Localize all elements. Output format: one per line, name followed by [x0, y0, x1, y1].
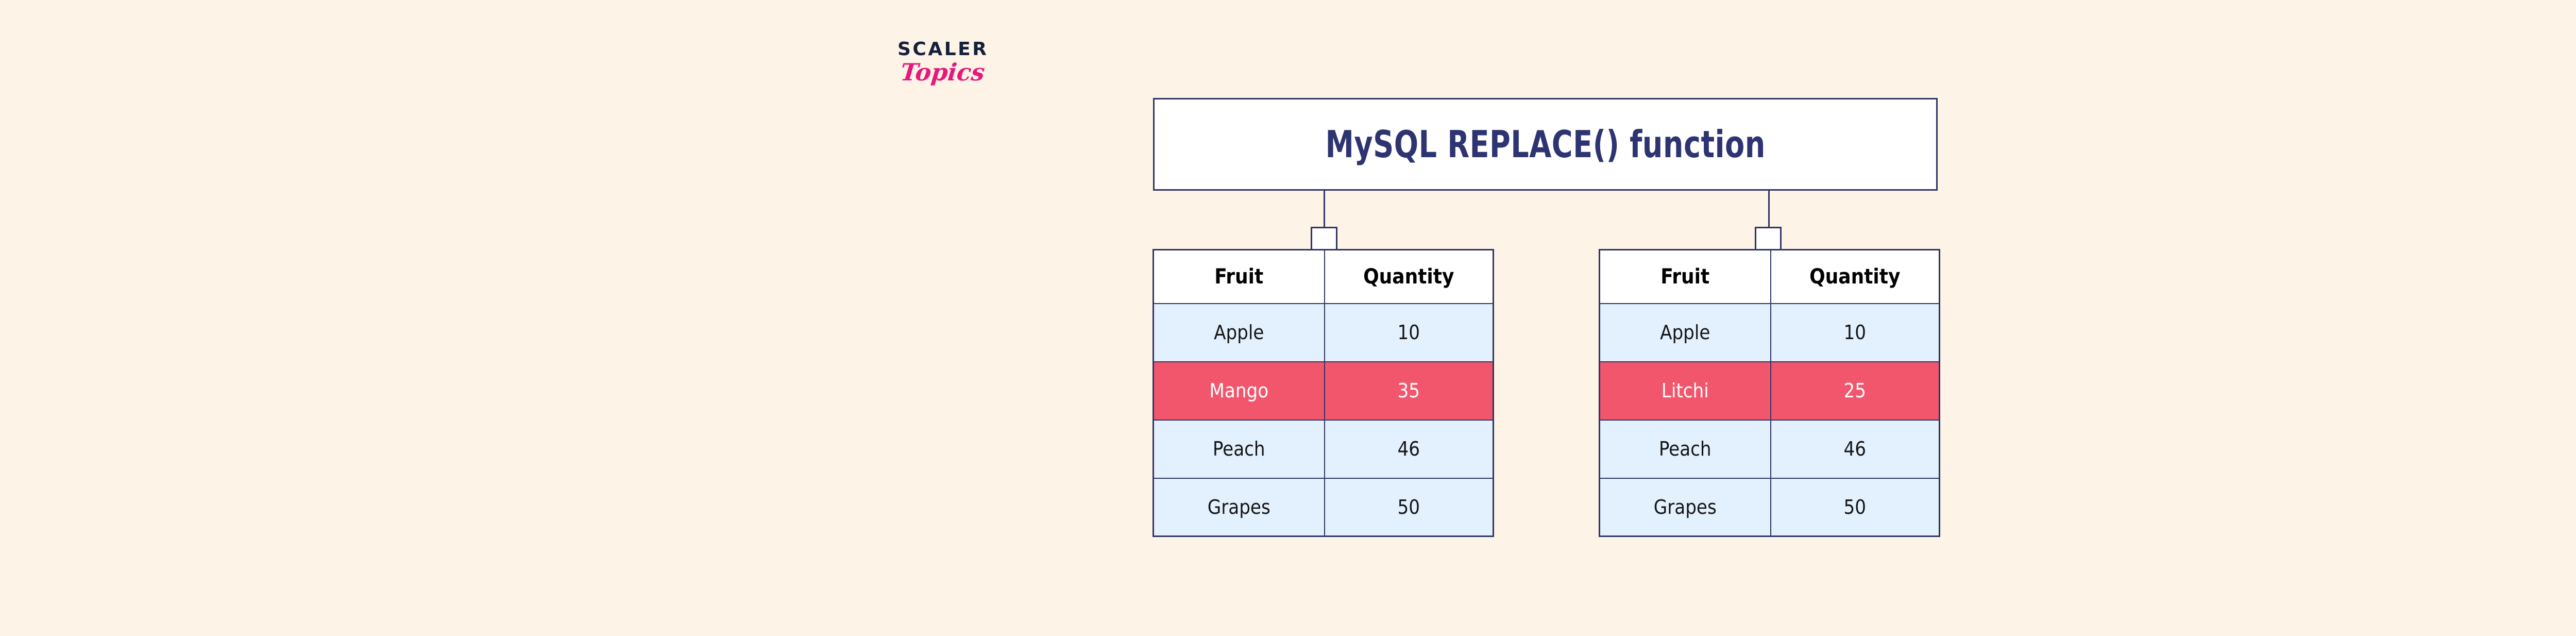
cell-quantity: 35 [1324, 361, 1494, 421]
cell-quantity: 50 [1770, 477, 1940, 537]
fruit-table-after: Fruit Quantity Apple 10 Litchi 25 Peach … [1599, 249, 1940, 537]
table-row: Peach 46 [1153, 419, 1494, 479]
cell-fruit: Mango [1153, 361, 1325, 421]
table-row: Grapes 50 [1153, 477, 1494, 537]
table-row: Peach 46 [1599, 419, 1940, 479]
logo-sub-brand-text: Topics [899, 58, 987, 86]
connector-line-right-upper [1768, 191, 1770, 228]
cell-fruit: Peach [1153, 419, 1325, 479]
table-row-highlighted: Mango 35 [1153, 361, 1494, 421]
table-row-highlighted: Litchi 25 [1599, 361, 1940, 421]
cell-fruit: Apple [1153, 303, 1325, 362]
connector-node-right [1755, 227, 1782, 250]
cell-quantity: 25 [1770, 361, 1940, 421]
cell-fruit: Apple [1599, 303, 1771, 362]
logo-brand-text: SCALER [897, 39, 989, 60]
column-header-fruit: Fruit [1599, 249, 1771, 304]
column-header-quantity: Quantity [1770, 249, 1940, 304]
table-row: Grapes 50 [1599, 477, 1940, 537]
cell-fruit: Grapes [1599, 477, 1771, 537]
cell-fruit: Litchi [1599, 361, 1771, 421]
table-header-row: Fruit Quantity [1599, 249, 1940, 304]
scaler-topics-logo: SCALER Topics [897, 40, 1052, 107]
fruit-table-before: Fruit Quantity Apple 10 Mango 35 Peach 4… [1153, 249, 1494, 537]
cell-quantity: 10 [1770, 303, 1940, 362]
cell-quantity: 50 [1324, 477, 1494, 537]
diagram-title-box: MySQL REPLACE() function [1153, 98, 1938, 191]
connector-line-left-upper [1324, 191, 1325, 228]
cell-quantity: 46 [1324, 419, 1494, 479]
table-header-row: Fruit Quantity [1153, 249, 1494, 304]
connector-node-left [1311, 227, 1337, 250]
cell-quantity: 46 [1770, 419, 1940, 479]
table-row: Apple 10 [1599, 303, 1940, 362]
table-row: Apple 10 [1153, 303, 1494, 362]
cell-fruit: Peach [1599, 419, 1771, 479]
diagram-title-text: MySQL REPLACE() function [1325, 123, 1766, 166]
column-header-fruit: Fruit [1153, 249, 1325, 304]
cell-fruit: Grapes [1153, 477, 1325, 537]
cell-quantity: 10 [1324, 303, 1494, 362]
column-header-quantity: Quantity [1324, 249, 1494, 304]
